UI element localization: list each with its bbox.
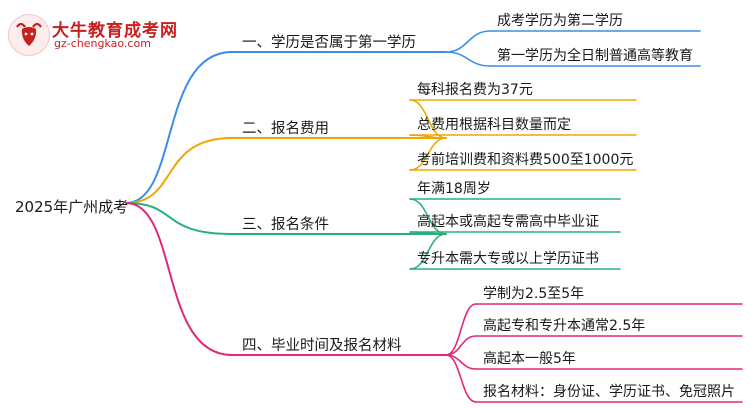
- leaf-node-3-3: 专升本需大专或以上学历证书: [417, 251, 599, 267]
- branch-connector-2: [125, 137, 233, 204]
- leaf-node-1-1: 成考学历为第二学历: [497, 13, 623, 29]
- leaf-connector-2-3: [409, 137, 447, 171]
- leaf-node-4-3: 高起本一般5年: [483, 351, 576, 367]
- leaf-node-3-1: 年满18周岁: [417, 181, 491, 197]
- leaf-node-4-1: 学制为2.5至5年: [483, 286, 585, 302]
- root-node: 2025年广州成考: [15, 198, 129, 216]
- leaf-connector-4-1: [445, 303, 477, 356]
- logo-url: gz-chengkao.com: [54, 37, 151, 50]
- leaf-node-2-1: 每科报名费为37元: [417, 82, 533, 98]
- leaf-node-2-3: 考前培训费和资料费500至1000元: [417, 152, 634, 168]
- site-logo: 大牛教育成考网 gz-chengkao.com: [8, 14, 178, 56]
- branch-connector-1: [125, 51, 233, 204]
- logo-title: 大牛教育成考网: [52, 21, 178, 41]
- leaf-connector-4-4: [445, 354, 477, 403]
- leaf-node-1-2: 第一学历为全日制普通高等教育: [497, 48, 693, 64]
- leaf-connector-3-1: [409, 198, 447, 235]
- branch-node-3: 三、报名条件: [242, 217, 329, 233]
- leaf-connector-2-1: [409, 99, 447, 139]
- leaf-connector-1-2: [445, 51, 491, 67]
- branch-connector-3: [125, 202, 233, 235]
- bull-head-icon: [8, 14, 50, 56]
- leaf-connector-3-3: [409, 233, 447, 270]
- leaf-node-4-4: 报名材料：身份证、学历证书、免冠照片: [483, 384, 735, 400]
- leaf-node-2-2: 总费用根据科目数量而定: [417, 117, 571, 133]
- branch-node-2: 二、报名费用: [242, 121, 329, 137]
- leaf-node-4-2: 高起专和专升本通常2.5年: [483, 318, 646, 334]
- branch-node-4: 四、毕业时间及报名材料: [242, 338, 402, 354]
- leaf-node-3-2: 高起本或高起专需高中毕业证: [417, 214, 599, 230]
- branch-node-1: 一、学历是否属于第一学历: [242, 35, 416, 51]
- leaf-connector-1-1: [445, 30, 491, 53]
- branch-connector-4: [125, 202, 233, 356]
